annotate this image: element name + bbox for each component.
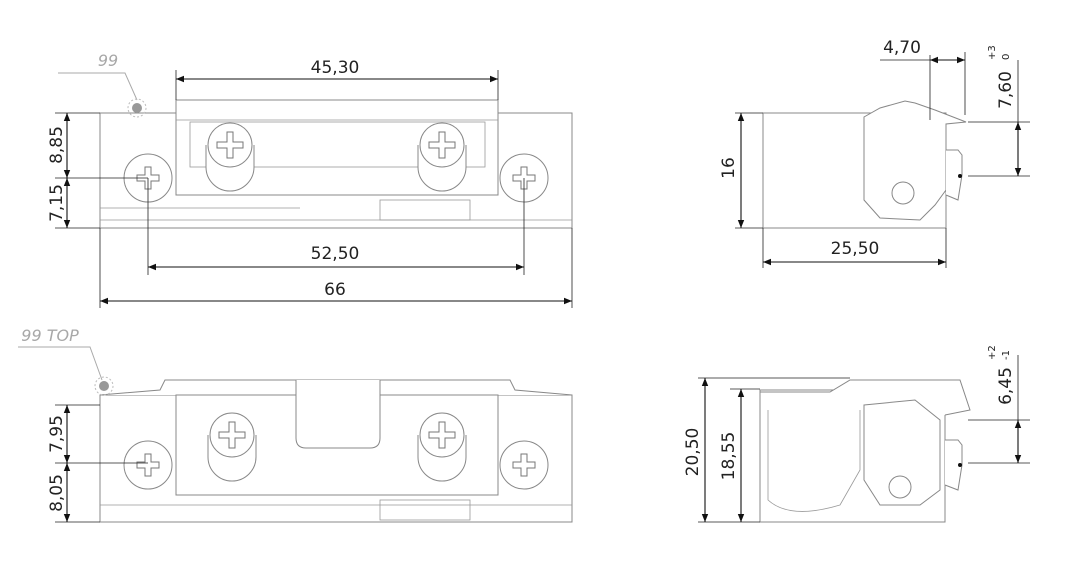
tol-top-upper: +2: [987, 345, 998, 360]
label-dot: [132, 103, 142, 113]
dim-body-height: 18,55: [719, 432, 739, 481]
tol-upper: +3: [987, 45, 998, 60]
front-view: 99 45,30 8,85 7,15 52,50 66: [47, 51, 573, 308]
dim-hole-spacing: 52,50: [311, 244, 360, 264]
side-view: 16 25,50 4,70 7,60 +3 0: [719, 38, 1030, 268]
tol-top-lower: -1: [1001, 350, 1012, 360]
front-top-view: 99 TOP 7,95 8,05: [18, 326, 573, 523]
dim-lower-height: 7,15: [47, 184, 67, 222]
side-top-view: 20,50 18,55 6,45 +2 -1: [683, 345, 1030, 523]
dim-top-lower-height: 8,05: [47, 474, 67, 512]
dim-total-height: 20,50: [683, 428, 703, 477]
screw-head-left: [205, 122, 255, 192]
tol-lower: 0: [1001, 54, 1012, 60]
screw-head-right: [417, 122, 467, 192]
model-top-label: 99 TOP: [21, 326, 79, 345]
dim-side-height: 16: [719, 157, 739, 179]
dim-lip: 4,70: [883, 38, 921, 58]
dim-side-offset: 7,60: [996, 71, 1016, 109]
dim-upper-height: 8,85: [47, 126, 67, 164]
dim-top-offset: 6,45: [996, 367, 1016, 405]
model-label: 99: [98, 51, 118, 70]
dim-side-depth: 25,50: [831, 239, 880, 259]
dim-top-width: 45,30: [311, 58, 360, 78]
dim-top-upper-height: 7,95: [47, 415, 67, 453]
dim-total-width: 66: [324, 280, 346, 300]
